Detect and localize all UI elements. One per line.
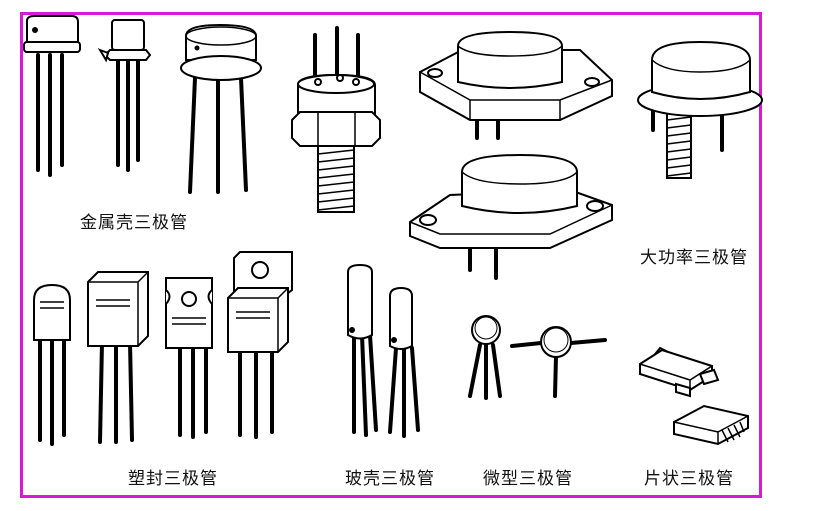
plastic-transistor-to220 (227, 251, 293, 439)
label-chip: 片状三极管 (644, 469, 734, 489)
border-frame (20, 12, 762, 498)
metal-transistor-small (23, 15, 81, 177)
plastic-transistor-tab-hole (165, 277, 213, 439)
chip-transistor-flat (673, 404, 749, 446)
label-metal: 金属壳三极管 (80, 213, 188, 233)
glass-transistor-2 (388, 286, 420, 438)
flange-transistor-upper (419, 30, 613, 140)
label-power: 大功率三极管 (640, 248, 748, 268)
power-transistor-right (637, 40, 763, 179)
label-glass: 玻壳三极管 (345, 469, 435, 489)
stud-transistor (291, 26, 381, 213)
glass-transistor-1 (347, 263, 378, 437)
label-micro: 微型三极管 (483, 469, 573, 489)
micro-transistor-2 (510, 326, 607, 398)
chip-transistor-sot (639, 346, 720, 398)
plastic-transistor-box (87, 271, 149, 444)
plastic-transistor-to92 (33, 283, 71, 446)
micro-transistor-1 (468, 315, 502, 400)
flange-transistor-lower (409, 153, 613, 280)
metal-transistor-tall (97, 19, 152, 172)
label-plastic: 塑封三极管 (128, 469, 218, 489)
metal-transistor-medium (180, 23, 262, 194)
